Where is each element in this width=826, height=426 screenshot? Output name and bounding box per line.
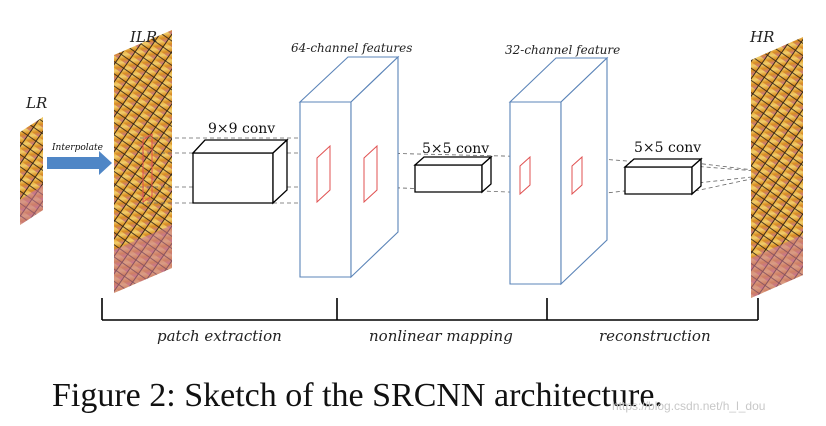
input-patch [142,133,153,203]
features64-block [298,55,400,279]
conv1-box [191,138,289,205]
features32-label: 32-channel feature [505,43,620,57]
features32-block [508,56,609,286]
conv1-label: 9×9 conv [208,121,275,137]
stage-reconstruction: reconstruction [599,327,711,345]
conv2-box [413,155,493,194]
conv3-box [623,157,703,196]
features64-label: 64-channel features [291,41,412,55]
hr-image [751,37,803,298]
figure-caption: Figure 2: Sketch of the SRCNN architectu… [52,377,663,414]
lr-image [20,117,43,225]
filter-slices-64 [316,144,378,204]
stage-nonlinear-mapping: nonlinear mapping [369,327,513,345]
hr-label: HR [749,28,774,46]
interpolate-label: Interpolate [51,143,103,153]
ilr-label: ILR [129,28,157,46]
stage-patch-extraction: patch extraction [157,327,282,345]
lr-label: LR [25,94,47,112]
conv2-label: 5×5 conv [422,141,489,157]
conv3-label: 5×5 conv [634,140,701,156]
filter-slices-32 [519,155,583,196]
watermark: https://blog.csdn.net/h_l_dou [612,399,765,413]
interpolate-arrow [47,151,112,175]
stage-brackets [101,298,759,321]
